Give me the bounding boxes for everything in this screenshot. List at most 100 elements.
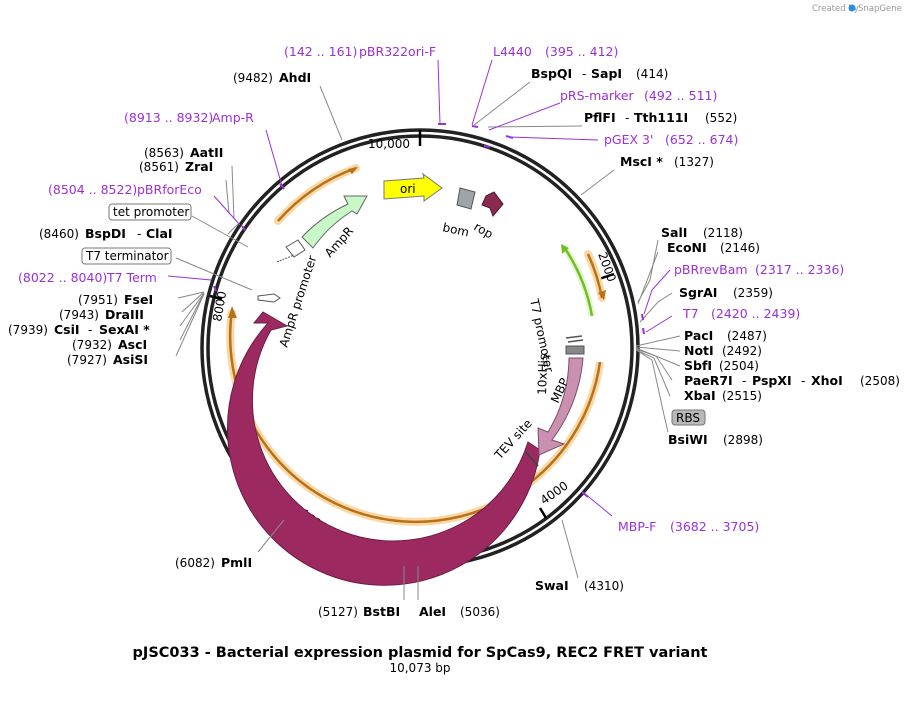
snapgene-logo-icon (848, 4, 856, 12)
site-draiii-pos: (7943) (59, 308, 99, 322)
site-pflfi: PflFI (584, 110, 616, 125)
site-sbfi: SbfI (684, 358, 712, 373)
primer-pgex3-pos: (652 .. 674) (665, 132, 738, 147)
tev-site-feature (525, 451, 539, 467)
site-noti: NotI (684, 343, 714, 358)
primer-pbrrevbam: pBRrevBam (674, 262, 748, 277)
orf-arc-1-head (598, 290, 606, 300)
ampr-promoter-feature (285, 239, 306, 258)
t7-terminator-label: T7 terminator (85, 249, 169, 263)
site-econi: EcoNI (667, 240, 707, 255)
site-aatii-pos: (8563) (144, 146, 184, 160)
site-sgrai: SgrAI (679, 285, 717, 300)
site-asisi: AsiSI (113, 352, 148, 367)
site-aatii: AatII (190, 145, 223, 160)
primer-amp-r: Amp-R (212, 110, 254, 125)
site-bstbi-pos: (5127) (318, 605, 358, 619)
credit-brand: SnapGene (858, 4, 902, 14)
primer-pbr322ori-f-pos: (142 .. 161) (284, 44, 357, 59)
mbp-feature (537, 357, 584, 456)
site-sep: - (625, 111, 629, 125)
primer-t7: T7 (682, 306, 699, 321)
site-csii: CsiI (54, 322, 80, 337)
t7-terminator-box (81, 247, 172, 265)
plasmid-title: pJSC033 - Bacterial expression plasmid f… (133, 645, 708, 661)
site-ahdi-pos: (9482) (233, 71, 273, 85)
primer-pbrforeco-pos: (8504 .. 8522) (48, 182, 137, 197)
site-xbai-pos: (2515) (722, 389, 762, 403)
bom-label: bom (441, 220, 470, 239)
ampr-promoter-line (276, 254, 295, 263)
site-clai: ClaI (146, 226, 173, 241)
site-pmli: PmlI (221, 555, 252, 570)
site-pflfi-pos: (552) (705, 111, 737, 125)
t7-promoter-feature-2 (567, 339, 584, 343)
rbs-box (671, 409, 706, 426)
site-msci-pos: (1327) (674, 155, 714, 169)
tick-mark-2000 (598, 272, 615, 281)
primer-l4440-pos: (395 .. 412) (545, 44, 618, 59)
plasmid-size: 10,073 bp (389, 661, 450, 675)
site-sep: - (801, 374, 805, 388)
tick-mark-8000 (209, 294, 223, 301)
site-sbfi-pos: (2504) (719, 359, 759, 373)
site-xbai: XbaI (684, 388, 716, 403)
primer-amp-r-pos: (8913 .. 8932) (124, 110, 213, 125)
primer-t7-term-pos: (8022 .. 8040) (18, 270, 107, 285)
primer-l4440: L4440 (493, 44, 532, 59)
site-asisi-pos: (7927) (67, 353, 107, 367)
site-sexai: SexAI * (99, 322, 150, 337)
site-paci-pos: (2487) (727, 329, 767, 343)
site-alei: AleI (419, 604, 446, 619)
green-arc-head (561, 244, 569, 254)
rop-feature (481, 191, 504, 217)
green-arc (564, 249, 594, 317)
orf-arc-cas9-head (228, 306, 237, 318)
primer-pbr322ori-f: pBR322ori-F (359, 44, 436, 59)
site-sgrai-pos: (2359) (733, 286, 773, 300)
primer-prs-marker: pRS-marker (560, 88, 635, 103)
site-sali: SalI (661, 225, 687, 240)
tick-mark-4000 (538, 507, 548, 519)
site-paer7i-pos: (2508) (860, 374, 900, 388)
site-sep: - (88, 323, 92, 337)
his-label: 10xHis (535, 354, 550, 395)
site-swai: SwaI (535, 578, 569, 593)
ampr-feature (301, 195, 368, 249)
orf-arc-ampr-head (348, 167, 358, 174)
ampr-promoter-label: AmpR promoter (277, 254, 320, 349)
site-asci: AscI (118, 337, 147, 352)
site-ahdi: AhdI (279, 70, 311, 85)
primer-leaders (167, 59, 673, 517)
site-sep: - (742, 374, 746, 388)
rop-label: rop (472, 219, 496, 241)
site-alei-pos: (5036) (460, 605, 500, 619)
site-pspxi: PspXI (752, 373, 792, 388)
primer-t7-term: T7 Term (106, 270, 157, 285)
site-paci: PacI (684, 328, 713, 343)
leader-lines (175, 81, 681, 600)
cas9-feature (227, 311, 541, 586)
ori-label: ori (400, 182, 416, 196)
site-bstbi: BstBI (363, 604, 400, 619)
site-sep: - (137, 227, 141, 241)
site-fsei: FseI (124, 292, 153, 307)
primer-pbrforeco: pBRforEco (137, 182, 202, 197)
primer-pbrrevbam-pos: (2317 .. 2336) (755, 262, 844, 277)
site-bsiwi: BsiWI (668, 432, 708, 447)
primer-marks (213, 123, 645, 498)
orf-arc-ampr (277, 166, 357, 222)
t7-promoter-label: T7 promoter (527, 297, 556, 374)
site-sapi: SapI (591, 66, 622, 81)
site-sep: - (582, 67, 586, 81)
tick-label-10000: 10,000 (368, 137, 410, 151)
site-fsei-pos: (7951) (78, 293, 118, 307)
rbs-label: RBS (676, 411, 700, 425)
site-draiii: DraIII (105, 307, 144, 322)
cas9-label: Cas9 (335, 477, 368, 503)
tet-promoter-label: tet promoter (113, 205, 189, 219)
site-sali-pos: (2118) (703, 226, 743, 240)
site-noti-pos: (2492) (722, 344, 762, 358)
t7-promoter-feature (565, 335, 583, 339)
